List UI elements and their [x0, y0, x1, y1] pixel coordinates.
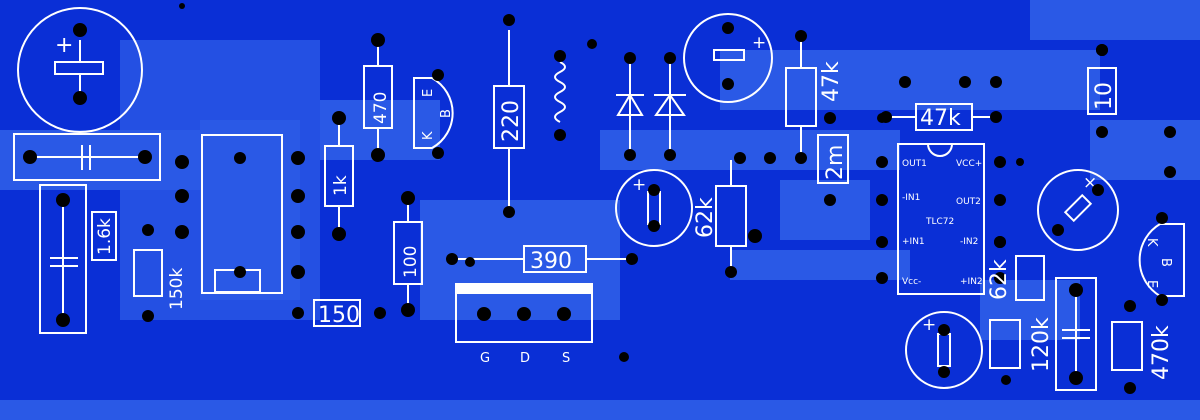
- resistor-62k-middle: 62k: [693, 160, 747, 278]
- svg-text:120k: 120k: [1029, 317, 1054, 372]
- svg-text:+: +: [922, 315, 936, 335]
- svg-text:62k: 62k: [987, 259, 1012, 300]
- svg-text:+IN1: +IN1: [902, 237, 925, 247]
- svg-text:62k: 62k: [693, 197, 718, 238]
- svg-text:Vcc-: Vcc-: [902, 277, 921, 287]
- electrolytic-capacitor-bottom-right: +: [905, 311, 983, 389]
- svg-text:220: 220: [499, 100, 524, 142]
- svg-text:OUT2: OUT2: [956, 197, 981, 207]
- svg-text:S: S: [562, 351, 570, 366]
- electrolytic-capacitor-top-middle: +: [683, 13, 773, 103]
- svg-text:K: K: [1144, 238, 1159, 247]
- svg-text:+IN2: +IN2: [960, 277, 983, 287]
- svg-text:10: 10: [1092, 82, 1117, 110]
- svg-text:+: +: [632, 175, 646, 195]
- resistor-390: 390: [446, 245, 638, 274]
- resistor-220: 220: [493, 14, 525, 218]
- electrolytic-capacitor-middle: +: [615, 169, 693, 247]
- resistor-100: 100: [393, 191, 423, 317]
- svg-text:G: G: [480, 351, 490, 366]
- svg-text:150k: 150k: [167, 268, 187, 310]
- resistor-1-6k: 1.6k: [91, 211, 117, 261]
- resistor-1k: 1k: [324, 111, 354, 241]
- svg-text:47k: 47k: [819, 61, 844, 102]
- svg-text:TLC72: TLC72: [925, 217, 954, 227]
- resistor-150k: 150k: [133, 224, 187, 322]
- via-pads: [175, 3, 1176, 385]
- resistor-470k: 470k: [1111, 300, 1174, 394]
- svg-text:1.6k: 1.6k: [95, 218, 115, 255]
- resistor-2m: 2m: [817, 112, 849, 206]
- component-box-left: [201, 134, 283, 294]
- svg-text:K: K: [421, 131, 436, 140]
- svg-text:-IN2: -IN2: [960, 237, 978, 247]
- svg-text:100: 100: [401, 246, 421, 278]
- svg-text:470k: 470k: [1149, 325, 1174, 380]
- transistor-right: K B E: [1138, 212, 1185, 306]
- inductor-coil: [554, 50, 566, 141]
- resistor-150: 150: [292, 299, 386, 328]
- svg-text:1k: 1k: [331, 175, 351, 196]
- film-capacitor-left: [13, 133, 161, 181]
- svg-text:-IN1: -IN1: [902, 193, 920, 203]
- electrolytic-capacitor-right: ×: [1037, 169, 1119, 251]
- svg-text:B: B: [1158, 258, 1173, 267]
- electrolytic-capacitor-top-left: +: [17, 7, 143, 133]
- svg-text:D: D: [520, 351, 530, 366]
- svg-text:E: E: [421, 89, 436, 97]
- svg-text:47k: 47k: [920, 106, 961, 131]
- svg-text:470: 470: [371, 92, 391, 124]
- polarity-plus: +: [55, 33, 73, 58]
- resistor-47k-vertical: 47k: [785, 30, 844, 164]
- capacitor-vertical-left: [39, 184, 87, 334]
- svg-text:150: 150: [318, 303, 360, 328]
- svg-text:+: +: [752, 33, 766, 53]
- svg-text:VCC+: VCC+: [956, 159, 982, 169]
- film-capacitor-right: [1055, 277, 1097, 391]
- svg-text:OUT1: OUT1: [902, 159, 927, 169]
- transistor-left: E B K: [413, 69, 454, 159]
- svg-text:B: B: [439, 109, 454, 118]
- diode-pair: [616, 52, 686, 161]
- svg-text:2m: 2m: [823, 145, 848, 180]
- resistor-62k-lower: 62k: [987, 255, 1045, 301]
- svg-text:390: 390: [530, 249, 572, 274]
- resistor-120k: 120k: [989, 317, 1054, 372]
- resistor-470: 470: [363, 33, 393, 162]
- mosfet-to220: G D S: [455, 283, 593, 366]
- svg-text:E: E: [1144, 280, 1159, 288]
- ic-tlc72: OUT1 -IN1 +IN1 Vcc- VCC+ OUT2 -IN2 +IN2 …: [876, 143, 1006, 295]
